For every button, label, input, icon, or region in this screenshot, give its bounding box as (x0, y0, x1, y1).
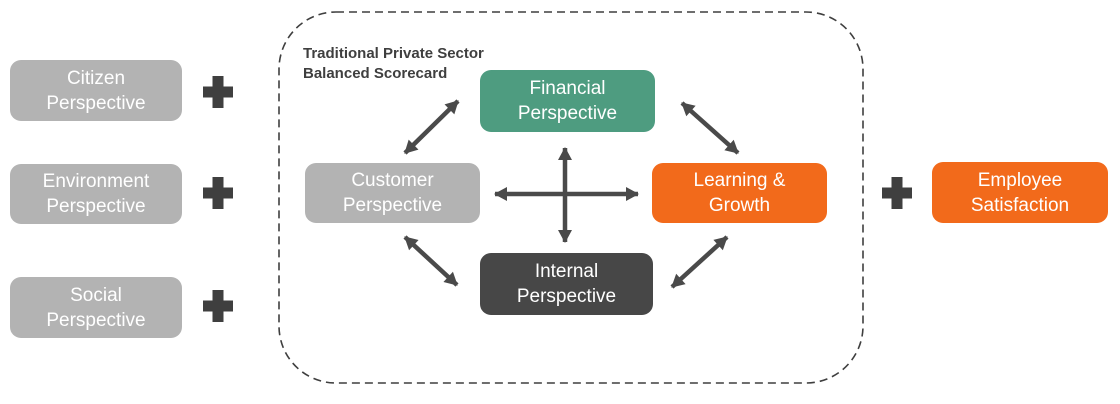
employee-label-line1: Employee (977, 169, 1063, 191)
arrow-financial-learning (680, 101, 740, 155)
internal-perspective-node: Internal Perspective (480, 253, 653, 315)
plus-icon (203, 177, 233, 209)
citizen-perspective-label-line1: Citizen (66, 67, 126, 89)
environment-perspective-label-line1: Environment (42, 171, 150, 192)
frame-title-line2: Balanced Scorecard (303, 65, 448, 82)
scorecard-frame-title: Traditional Private Sector Balanced Scor… (303, 44, 484, 84)
social-perspective-label-line1: Social (70, 284, 122, 306)
learning-growth-node: Learning & Growth (652, 163, 827, 223)
customer-perspective-node: Customer Perspective (305, 163, 480, 223)
customer-label-line1: Customer (351, 170, 434, 191)
citizen-perspective-box: Citizen Perspective (10, 60, 182, 121)
employee-satisfaction-box: Employee Satisfaction (932, 162, 1108, 223)
environment-perspective-label-line2: Perspective (46, 196, 146, 217)
plus-icon (203, 290, 233, 322)
learning-label-line1: Learning & (693, 170, 786, 191)
citizen-perspective-label-line2: Perspective (46, 92, 146, 114)
environment-perspective-box: Environment Perspective (10, 164, 182, 224)
social-perspective-box: Social Perspective (10, 277, 182, 338)
arrow-customer-internal (403, 235, 459, 287)
financial-label-line2: Perspective (517, 103, 618, 124)
financial-perspective-node: Financial Perspective (480, 70, 655, 132)
social-perspective-label-line2: Perspective (46, 309, 146, 331)
arrow-internal-learning (670, 235, 729, 289)
plus-icon (882, 177, 912, 209)
frame-title-line1: Traditional Private Sector (303, 45, 484, 62)
learning-label-line2: Growth (708, 195, 771, 216)
arrow-customer-financial (403, 99, 460, 155)
plus-icon (203, 76, 233, 108)
employee-label-line2: Satisfaction (970, 194, 1070, 216)
internal-label-line1: Internal (534, 261, 599, 282)
financial-label-line1: Financial (529, 78, 606, 99)
internal-label-line2: Perspective (516, 286, 617, 307)
customer-label-line2: Perspective (342, 195, 443, 216)
